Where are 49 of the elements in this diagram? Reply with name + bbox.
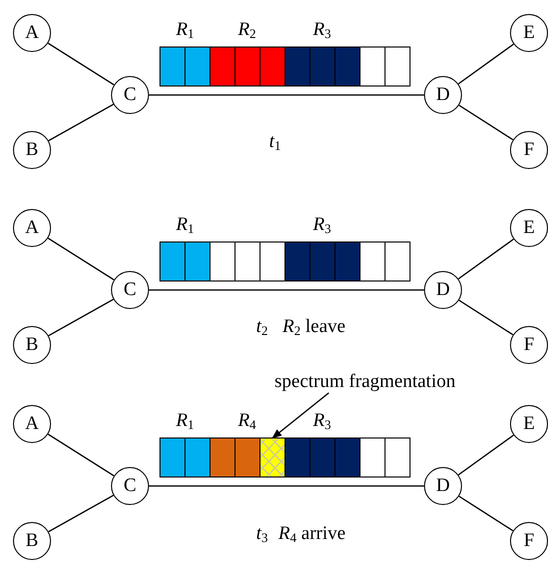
node-circle: E — [510, 14, 548, 52]
request-label: R$_{2}$ — [238, 20, 256, 40]
event-label: R$_{2}$ leave — [282, 317, 346, 337]
event-label: R$_{4}$ arrive — [278, 524, 346, 544]
node-circle: F — [510, 522, 548, 560]
link-line — [48, 238, 114, 280]
link-line — [48, 434, 114, 476]
node-circle: B — [13, 131, 51, 169]
node-circle: A — [13, 405, 51, 443]
link-line — [149, 485, 424, 487]
leader-arrow — [272, 392, 330, 439]
node-circle: C — [111, 76, 149, 114]
node-circle: E — [510, 405, 548, 443]
node-circle: E — [510, 209, 548, 247]
link-line — [458, 496, 514, 532]
time-label: t$_{2}$ — [256, 317, 268, 337]
request-label: R$_{1}$ — [176, 411, 194, 431]
request-label: R$_{1}$ — [176, 20, 194, 40]
request-label: R$_{3}$ — [312, 411, 332, 431]
node-circle: A — [13, 209, 51, 247]
node-circle: D — [424, 271, 462, 309]
node-circle: A — [13, 14, 51, 52]
node-circle: B — [13, 326, 51, 364]
link-line — [458, 238, 514, 280]
link-line — [48, 104, 114, 142]
fragmented-slot — [260, 438, 286, 478]
time-label: t$_{1}$ — [269, 132, 281, 152]
link-line — [458, 44, 514, 84]
node-circle: B — [13, 522, 51, 560]
request-label: R$_{3}$ — [312, 215, 332, 235]
request-label: R$_{1}$ — [176, 215, 194, 235]
annotation-text: spectrum fragmentation — [274, 372, 456, 393]
link-line — [149, 94, 424, 96]
link-line — [458, 104, 514, 140]
node-circle: D — [424, 76, 462, 114]
link-line — [149, 289, 424, 291]
node-circle: D — [424, 467, 462, 505]
node-circle: C — [111, 467, 149, 505]
link-line — [458, 434, 514, 476]
node-circle: F — [510, 131, 548, 169]
link-line — [48, 42, 114, 86]
link-line — [48, 298, 114, 336]
node-circle: F — [510, 326, 548, 364]
time-label: t$_{3}$ — [256, 524, 268, 544]
link-line — [48, 494, 114, 532]
link-line — [458, 300, 514, 336]
node-circle: C — [111, 271, 149, 309]
request-label: R$_{4}$ — [238, 411, 256, 431]
request-label: R$_{3}$ — [312, 20, 332, 40]
